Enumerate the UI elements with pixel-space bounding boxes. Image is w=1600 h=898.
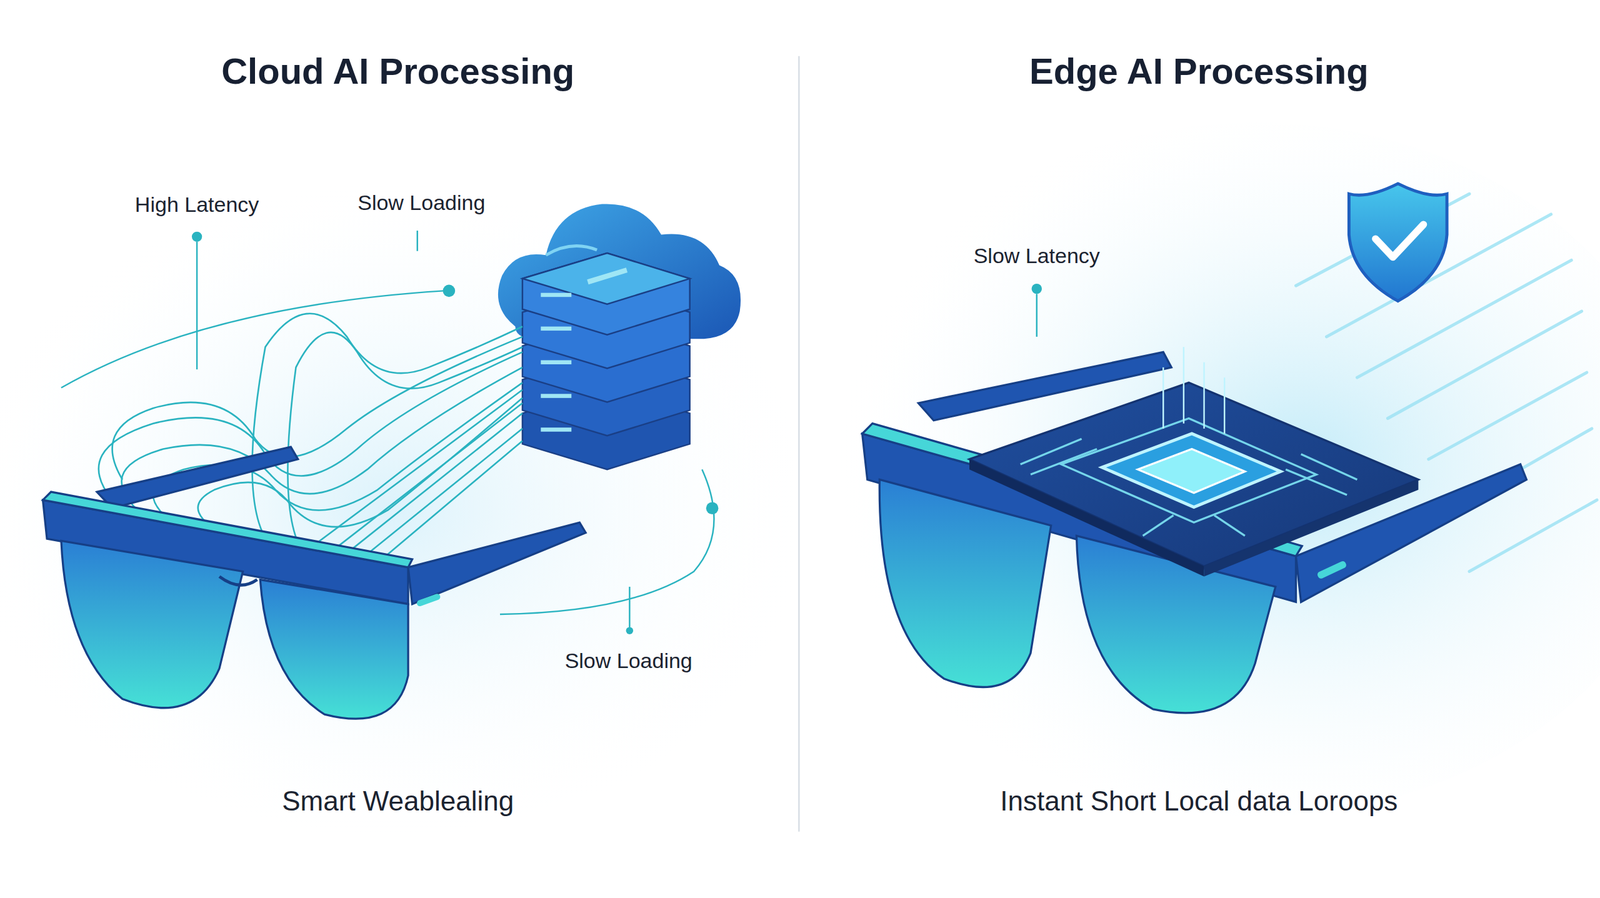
callout-label: High Latency <box>135 193 259 218</box>
panel-title: Cloud AI Processing <box>221 50 575 93</box>
callout-label: Slow Loading <box>357 190 485 215</box>
panel-caption: Smart Weablealing <box>281 785 514 817</box>
callout-label: Slow Latency <box>973 243 1100 269</box>
callout-label: Slow Loading <box>565 648 693 674</box>
panel-title: Edge AI Processing <box>1029 50 1369 93</box>
panel-caption: Instant Short Local data Loroops <box>1000 785 1398 817</box>
